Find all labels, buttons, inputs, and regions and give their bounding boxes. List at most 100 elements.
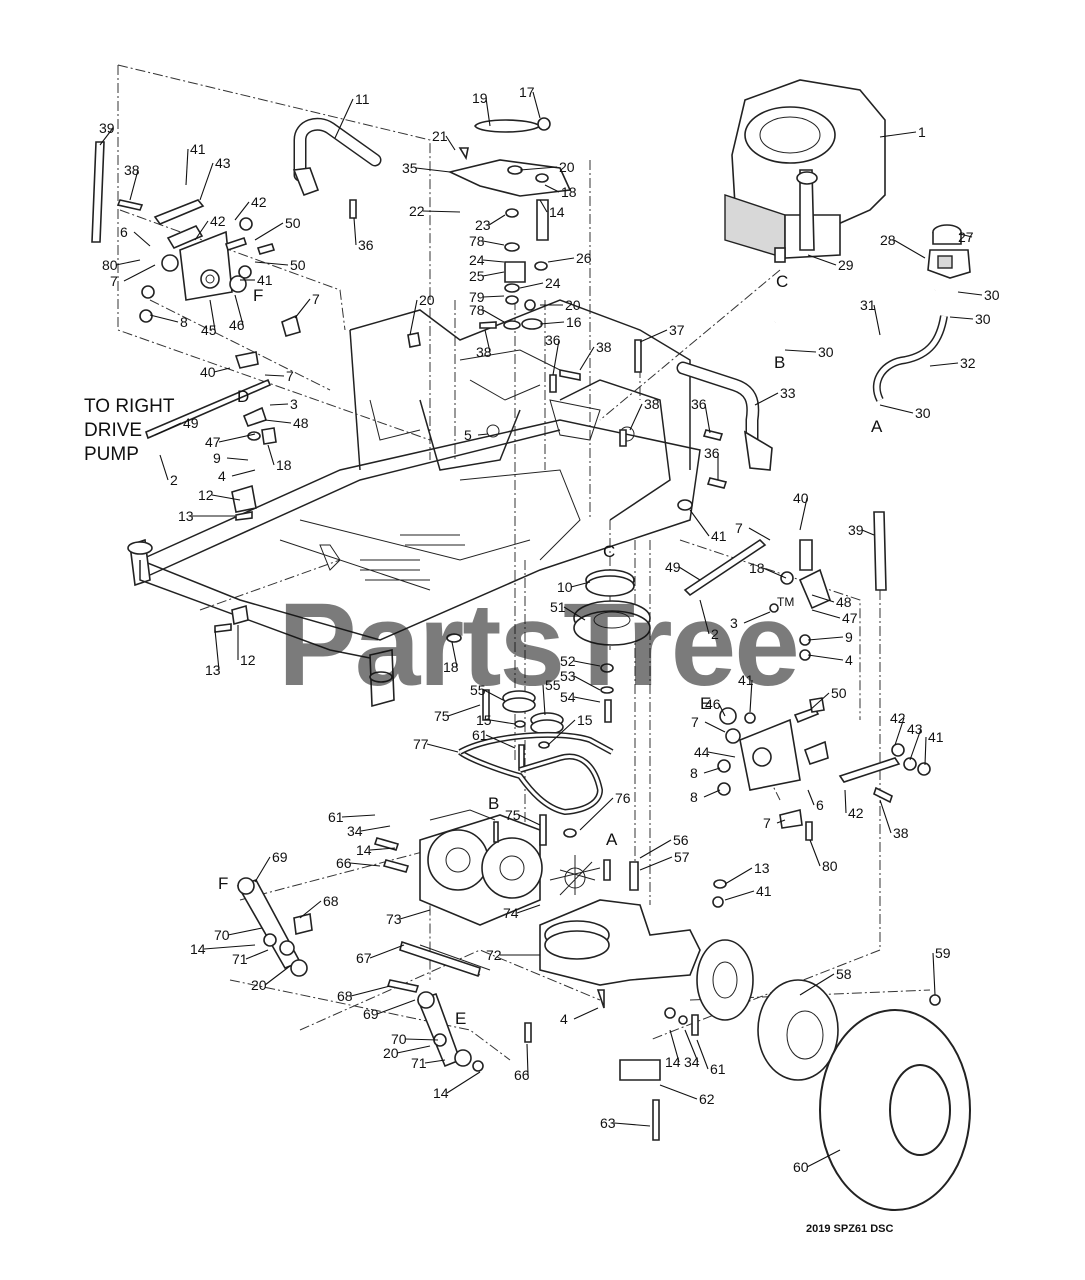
callout-number: 40 (793, 490, 809, 506)
callout-number: 15 (577, 712, 593, 728)
callout-number: 79 (469, 289, 485, 305)
callout-leader (424, 1059, 446, 1064)
callout-leader (245, 949, 269, 960)
callout-leader (799, 973, 835, 996)
control-rods (91, 141, 887, 591)
callout-number: 71 (411, 1055, 427, 1071)
callout-leader (879, 131, 917, 138)
note-line-3: PUMP (84, 444, 139, 465)
callout-number: 69 (272, 849, 288, 865)
callout-leader (696, 1039, 709, 1070)
callout-number: 33 (780, 385, 796, 401)
callout-number: 50 (290, 257, 306, 273)
callout-number: 13 (178, 508, 194, 524)
callout-leader (724, 867, 753, 885)
callout-leader (269, 403, 289, 406)
callout-number: 63 (600, 1115, 616, 1131)
callout-number: 7 (691, 714, 699, 730)
callout-number: 49 (183, 415, 199, 431)
callout-leader (704, 721, 726, 733)
callout-number: 78 (469, 233, 485, 249)
note-line-2: DRIVE (84, 420, 142, 441)
callout-number: 34 (347, 823, 363, 839)
callout-leader (811, 609, 841, 619)
callout-leader (811, 594, 835, 603)
callout-leader (149, 314, 179, 323)
callout-leader (932, 952, 936, 996)
callout-leader (129, 169, 139, 201)
callout-leader (563, 606, 586, 621)
wheel-assembly (619, 939, 971, 1211)
callout-leader (341, 814, 376, 818)
callout-number: 28 (880, 232, 896, 248)
callout-number: 27 (958, 229, 974, 245)
callout-leader (544, 184, 560, 193)
callout-leader (844, 789, 847, 814)
callout-leader (613, 1122, 651, 1127)
callout-number: 68 (323, 893, 339, 909)
callout-number: 42 (848, 805, 864, 821)
callout-number: 24 (545, 275, 561, 291)
callout-number: 61 (472, 727, 488, 743)
callout-number: 13 (754, 860, 770, 876)
clutch-and-pulleys (446, 569, 651, 771)
callout-number: 6 (816, 797, 824, 813)
callout-number: 1 (918, 124, 926, 140)
callout-leader (488, 214, 506, 226)
callout-leader (776, 819, 786, 824)
callout-leader (573, 675, 601, 691)
callout-number: 42 (210, 213, 226, 229)
callout-number: 41 (756, 883, 772, 899)
callout-leader (639, 329, 668, 343)
fuel-filter-assembly (927, 224, 971, 279)
callout-number: 47 (842, 610, 858, 626)
callout-leader (99, 127, 114, 146)
callout-number: 14 (665, 1054, 681, 1070)
connection-letter: E (700, 694, 711, 713)
callout-number: 14 (356, 842, 372, 858)
callout-number: 26 (576, 250, 592, 266)
callout-leader (873, 304, 881, 336)
callout-leader (879, 799, 892, 834)
callout-number: 49 (665, 559, 681, 575)
callout-leader (484, 329, 491, 353)
callout-leader (894, 717, 905, 746)
callout-leader (482, 271, 505, 277)
callout-leader (924, 736, 927, 766)
callout-number: 41 (738, 672, 754, 688)
callout-number: 7 (763, 815, 771, 831)
callout-leader (199, 162, 214, 201)
callout-number: 38 (644, 396, 660, 412)
callout-number: 53 (560, 668, 576, 684)
callout-leader (376, 999, 416, 1015)
callout-number: 66 (336, 855, 352, 871)
callout-leader (218, 433, 256, 443)
callout-number: 69 (363, 1006, 379, 1022)
callout-leader (369, 944, 405, 959)
callout-number: 43 (907, 721, 923, 737)
callout-leader (809, 692, 830, 711)
callout-leader (784, 349, 817, 353)
watermark: PartsTree TM (278, 579, 800, 711)
callout-leader (234, 294, 244, 326)
callout-number: 20 (419, 292, 435, 308)
callout-leader (254, 222, 284, 241)
callout-leader (360, 825, 391, 832)
callout-number: 29 (838, 257, 854, 273)
callout-leader (211, 494, 241, 501)
callout-leader (482, 309, 505, 323)
callout-number: 9 (213, 450, 221, 466)
callout-leader (483, 689, 504, 701)
callout-leader (539, 199, 548, 213)
callout-leader (573, 696, 601, 703)
callout-leader (959, 233, 973, 238)
left-linkage (145, 351, 277, 626)
callout-leader (542, 684, 546, 716)
callout-leader (547, 719, 576, 746)
callout-leader (689, 509, 710, 537)
callout-number: 56 (673, 832, 689, 848)
callout-number: 60 (793, 1159, 809, 1175)
callout-leader (684, 1029, 699, 1063)
callout-leader (718, 703, 726, 717)
